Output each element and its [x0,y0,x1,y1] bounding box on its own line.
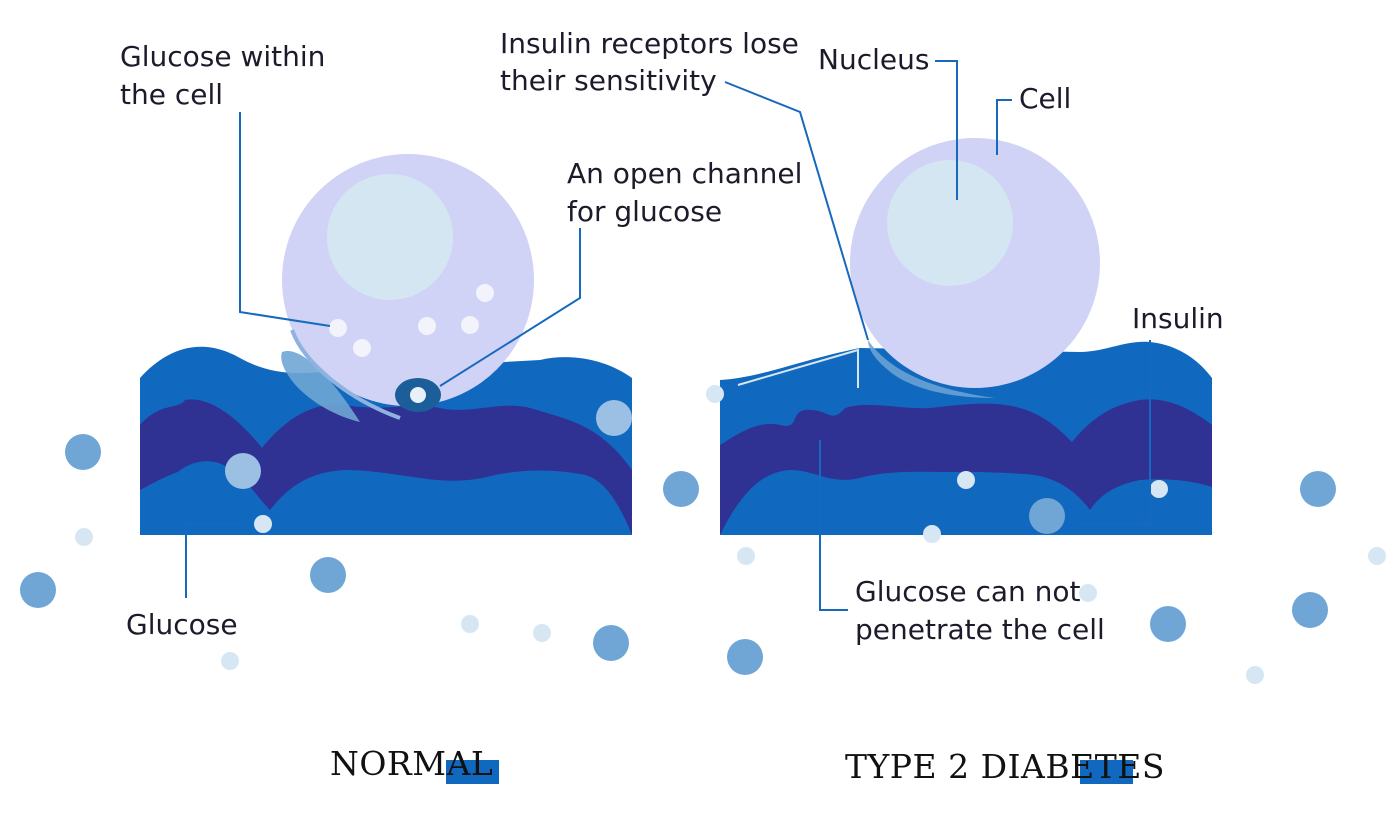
leader-cannot-penetrate [819,440,848,611]
label-cell: Cell [1019,82,1071,115]
glucose-inside-dot [476,284,494,302]
glucose-molecule-small [254,515,272,533]
leader-receptors [724,81,869,341]
glucose-molecule-large [596,400,632,436]
open-channel-glucose [410,387,426,403]
label-insulin: Insulin [1132,302,1224,335]
label-glucose: Glucose [126,608,238,641]
glucose-molecule-large [727,639,763,675]
normal-nucleus [327,174,453,300]
leader-nucleus [935,60,958,200]
label-nucleus: Nucleus [818,43,929,76]
glucose-inside-cell [329,284,494,357]
glucose-molecule-large [1300,471,1336,507]
glucose-molecule-large [225,453,261,489]
glucose-molecule-small [1368,547,1386,565]
leader-lines [185,60,1151,611]
leader-insulin [1080,340,1151,525]
glucose-molecule-large [663,471,699,507]
diabetes-insulin-receptor [868,340,995,398]
label-cannot-penetrate-line1: Glucose can not [855,575,1081,608]
glucose-molecule-small [706,385,724,403]
glucose-molecule-small [75,528,93,546]
glucose-molecule-small [923,525,941,543]
glucose-molecule-small [221,652,239,670]
normal-title-marker [446,760,499,784]
label-open-channel-line1: An open channel [567,157,802,190]
label-receptors-line2: their sensitivity [500,64,717,97]
glucose-molecule-small [957,471,975,489]
glucose-molecules [20,385,1386,684]
glucose-molecule-large [65,434,101,470]
label-cannot-penetrate-line2: penetrate the cell [855,613,1105,646]
glucose-molecule-large [593,625,629,661]
diabetes-title-marker [1080,760,1133,784]
leader-cell [996,99,1012,155]
normal-receptor-stem [290,329,401,420]
glucose-molecule-large [1029,498,1065,534]
panel-titles: NORMAL TYPE 2 DIABETES [330,744,1165,786]
glucose-molecule-large [1150,606,1186,642]
glucose-inside-dot [418,317,436,335]
glucose-inside-dot [353,339,371,357]
label-glucose-within-line2: the cell [120,78,223,111]
normal-panel [140,154,632,535]
normal-title: NORMAL [330,744,493,783]
labels: Glucose within the cell An open channel … [120,27,1224,646]
glucose-inside-dot [461,316,479,334]
leader-glucose [185,523,242,598]
label-open-channel-line2: for glucose [567,195,722,228]
diabetes-panel [720,138,1212,535]
glucose-molecule-small [737,547,755,565]
glucose-molecule-large [20,572,56,608]
normal-membrane-inner [140,399,632,535]
diabetes-nucleus [887,160,1013,286]
glucose-molecule-small [461,615,479,633]
leader-open-channel [439,228,581,387]
diabetes-title: TYPE 2 DIABETES [845,747,1165,786]
glucose-molecule-small [533,624,551,642]
glucose-molecule-small [1246,666,1264,684]
glucose-inside-dot [329,319,347,337]
label-receptors-line1: Insulin receptors lose [500,27,799,60]
leader-glucose-within [239,112,331,327]
normal-insulin-receptor [281,350,360,422]
glucose-molecule-small [1150,480,1168,498]
diabetes-membrane-inner [720,399,1212,535]
glucose-molecule-large [310,557,346,593]
receptor-pointer-lines [737,348,859,388]
glucose-molecule-large [1292,592,1328,628]
glucose-molecule-small [1079,584,1097,602]
label-glucose-within-line1: Glucose within [120,40,325,73]
